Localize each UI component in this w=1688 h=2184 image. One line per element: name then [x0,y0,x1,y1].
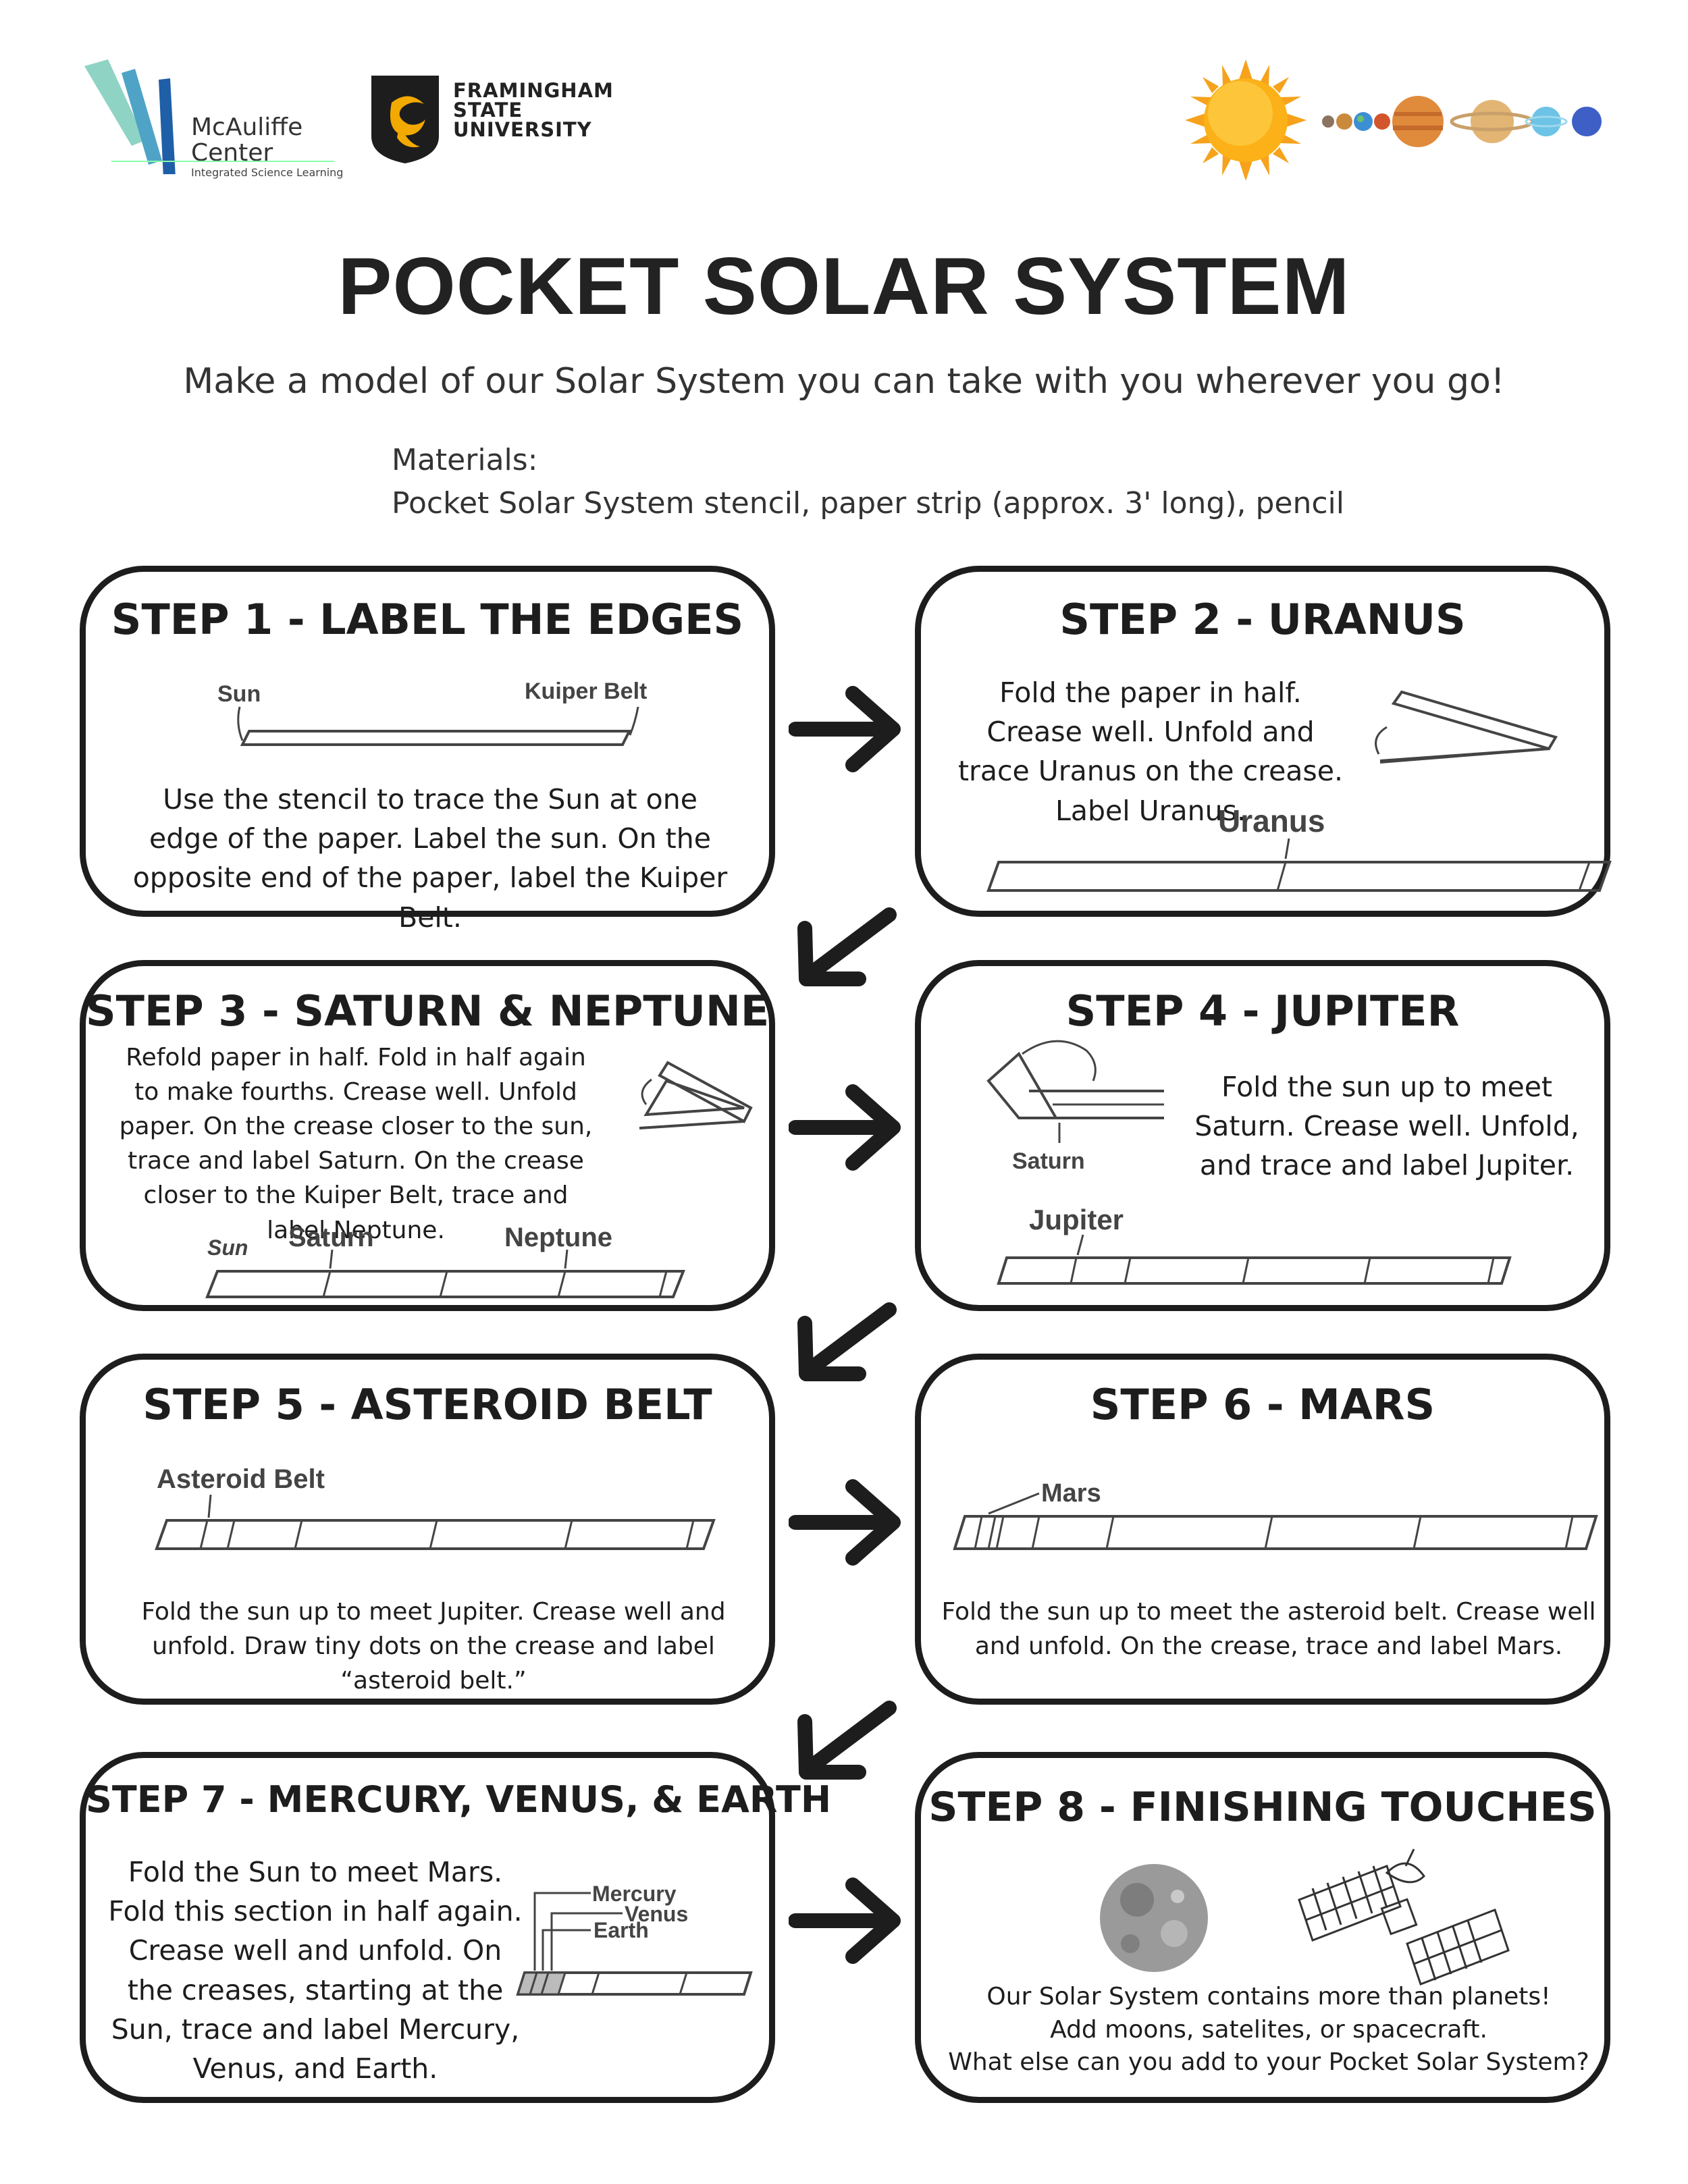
step-5-label-asteroid-belt: Asteroid Belt [157,1464,325,1494]
step-3-label-sun: Sun [207,1235,248,1260]
step-8-title: STEP 8 - FINISHING TOUCHES [928,1784,1597,1831]
step-5-diagram: Asteroid Belt [155,1464,716,1550]
step-6-text: Fold the sun up to meet the asteroid bel… [941,1598,1596,1661]
page-subtitle: Make a model of our Solar System you can… [183,361,1505,402]
step-1-card: STEP 1 - LABEL THE EDGES Sun Kuiper Belt… [80,566,775,934]
moon-icon [1100,1864,1208,1972]
arrow-down-left-icon [797,907,897,986]
step-1-label-kuiper-belt: Kuiper Belt [525,678,647,704]
fsu-name: FRAMINGHAM STATE UNIVERSITY [453,81,614,140]
fsu-name-line3: UNIVERSITY [453,118,592,141]
mcauliffe-divider [111,161,334,162]
arrow-right-icon [789,1479,901,1566]
mcauliffe-tagline: Integrated Science Learning [191,166,344,179]
step-2-text: Fold the paper in half. Crease well. Unf… [957,676,1344,827]
step-7-card: STEP 7 - MERCURY, VENUS, & EARTH Fold th… [80,1752,832,2103]
step-1-text: Use the stencil to trace the Sun at one … [132,783,728,934]
step-4-text: Fold the sun up to meet Saturn. Crease w… [1194,1071,1579,1182]
step-6-title: STEP 6 - MARS [1090,1380,1435,1429]
step-6-card: STEP 6 - MARS Mars Fold the sun up to me… [915,1354,1610,1705]
step-5-title: STEP 5 - ASTEROID BELT [142,1380,712,1429]
step-4-diagram: Saturn Jupiter [986,1040,1512,1285]
step-4-title: STEP 4 - JUPITER [1065,986,1460,1036]
step-2-label-uranus: Uranus [1218,803,1325,838]
arrow-down-left-icon [797,1302,897,1381]
step-5-text: Fold the sun up to meet Jupiter. Crease … [141,1598,726,1695]
sun-icon [1185,59,1307,181]
materials-heading: Materials: [392,443,538,477]
step-8-text-line3: What else can you add to your Pocket Sol… [948,2048,1589,2077]
step-4-label-saturn: Saturn [1012,1148,1085,1174]
fsu-logo-icon [371,76,439,163]
step-8-text-line1: Our Solar System contains more than plan… [986,1983,1551,2010]
fsu-name-line2: STATE [453,99,523,122]
arrow-right-icon [789,1877,901,1964]
step-8-text: Our Solar System contains more than plan… [941,1981,1596,2079]
step-8-text-line2: Add moons, satelites, or spacecraft. [1050,2015,1487,2044]
step-1-diagram: Sun Kuiper Belt [217,678,647,746]
step-2-title: STEP 2 - URANUS [1059,595,1466,644]
step-7-label-mercury: Mercury [592,1882,677,1906]
step-7-label-venus: Venus [625,1902,688,1926]
planets-row-icon [1322,96,1602,147]
step-6-diagram: Mars [953,1479,1598,1550]
step-7-label-earth: Earth [594,1918,649,1942]
step-7-text: Fold the Sun to meet Mars. Fold this sec… [108,1856,523,2085]
step-6-label-mars: Mars [1041,1479,1101,1508]
step-3-label-neptune: Neptune [504,1223,612,1252]
materials-list: Pocket Solar System stencil, paper strip… [392,485,1344,521]
mcauliffe-logo [81,59,338,181]
step-3-text: Refold paper in half. Fold in half again… [119,1044,593,1244]
step-5-card: STEP 5 - ASTEROID BELT Asteroid Belt Fol… [80,1354,775,1705]
materials: Materials: Pocket Solar System stencil, … [392,439,1344,525]
fsu-name-line1: FRAMINGHAM [453,79,614,102]
step-1-title: STEP 1 - LABEL THE EDGES [111,595,744,644]
page-title: POCKET SOLAR SYSTEM [338,241,1350,331]
arrow-right-icon [789,686,901,772]
step-3-label-saturn: Saturn [288,1223,374,1252]
step-4-label-jupiter: Jupiter [1029,1204,1124,1235]
step-3-title: STEP 3 - SATURN & NEPTUNE [86,986,770,1036]
mcauliffe-name: McAuliffe Center [191,115,302,166]
step-2-card: STEP 2 - URANUS Fold the paper in half. … [915,566,1612,917]
step-2-diagram: Uranus [986,690,1612,892]
mcauliffe-logo-icon [84,59,176,178]
step-1-label-sun: Sun [217,681,261,707]
step-7-diagram: Mercury Venus Earth [516,1882,753,1996]
step-8-card: STEP 8 - FINISHING TOUCHES [915,1752,1610,2103]
arrow-down-left-icon [797,1701,897,1780]
mcauliffe-name-line1: McAuliffe [191,113,303,141]
step-7-title: STEP 7 - MERCURY, VENUS, & EARTH [86,1778,832,1821]
step-8-diagram [1100,1848,1510,1986]
arrow-right-icon [789,1084,901,1171]
fsu-logo [371,76,439,163]
step-3-diagram: Sun Saturn Neptune [205,1061,753,1298]
satellite-icon [1298,1848,1510,1986]
step-4-card: STEP 4 - JUPITER Fold the sun up to meet… [915,960,1610,1311]
step-3-card: STEP 3 - SATURN & NEPTUNE Refold paper i… [80,960,775,1311]
